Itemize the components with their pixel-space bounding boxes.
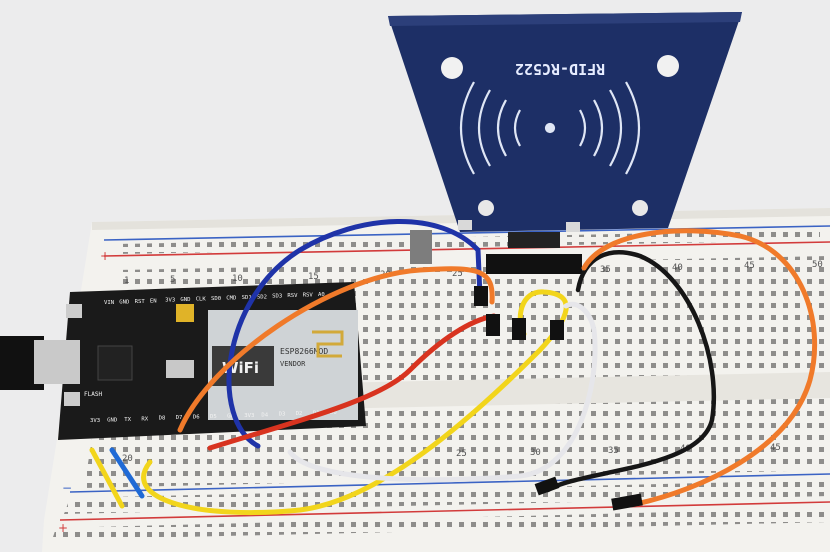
wire-blue (226, 219, 483, 449)
column-number: 25 (452, 269, 463, 279)
rfid-model-label: RFID-RC522 (515, 60, 605, 78)
pin-label: D0 (330, 410, 337, 416)
pin-label: D3 (279, 412, 286, 418)
rail-minus-mark: − (812, 219, 822, 233)
wire-blue-stub (109, 447, 145, 499)
pin-label: EN (150, 298, 157, 304)
column-number: 45 (744, 261, 755, 271)
column-number: 10 (232, 274, 243, 284)
pin-label: SD0 (211, 296, 221, 302)
wire-black (545, 250, 717, 493)
wire-connector-ends (474, 286, 643, 511)
nodemcu-board: WiFi ESP8266MOD VENDOR FLASH (0, 282, 366, 440)
jumper-wires (89, 219, 818, 516)
pin-label: D8 (159, 416, 166, 422)
pin-label: D7 (176, 415, 183, 421)
pin-label: RX (141, 416, 148, 422)
rail-red-line-top (103, 241, 830, 257)
nodemcu-top-pin-labels: VIN GND RST EN 3V3 GND CLK SD0 CMD SD1 SD2 SD3 RSV RS… (104, 292, 325, 306)
wire-yellow-stub (89, 447, 125, 509)
pin-label: A0 (318, 292, 325, 298)
rail-plus-mark-bottom: + (58, 521, 68, 535)
micro-usb-port (34, 340, 80, 384)
column-number: 25 (456, 449, 467, 459)
column-number: 5 (170, 275, 175, 285)
pin-label: SD3 (272, 294, 282, 300)
column-number: 1 (124, 276, 129, 286)
pcb-antenna (312, 330, 344, 358)
usb-serial-chip (97, 345, 133, 381)
rfid-chip (508, 232, 560, 248)
pin-label: GND (180, 297, 191, 303)
pin-label: D4 (261, 412, 268, 418)
pin-label: TX (124, 417, 131, 423)
column-number: 35 (608, 446, 619, 456)
flash-button (64, 392, 80, 406)
module-label: ESP8266MOD (280, 347, 328, 356)
mounting-hole (632, 200, 648, 216)
pin-label: D6 (193, 415, 200, 421)
rfid-reader-board: RFID-RC522 (388, 12, 742, 274)
pin-label: 3V3 (165, 298, 175, 304)
wire-orange-short (177, 266, 495, 433)
crystal-oscillator (410, 230, 432, 264)
flash-label: FLASH (84, 391, 102, 398)
pin-label: SD2 (257, 294, 267, 300)
pin-label: 3V3 (90, 418, 100, 424)
rail-red-line-bottom (59, 501, 830, 521)
antenna-signal-icon (460, 81, 640, 175)
pin-label: VIN (104, 300, 114, 306)
column-number: 15 (308, 272, 319, 282)
rail-blue-line-top (103, 225, 830, 241)
wire-white (287, 301, 598, 483)
smd-component (458, 220, 472, 230)
pin-label: CMD (226, 295, 237, 301)
pin-label: RSV (303, 293, 314, 299)
column-number: 40 (672, 263, 683, 273)
column-number: 50 (812, 260, 823, 270)
vendor-label: VENDOR (280, 360, 306, 368)
rail-minus-mark-bottom: − (62, 481, 72, 495)
pin-label: GND (107, 417, 118, 423)
pin-label: CLK (196, 297, 207, 303)
rail-plus-mark: + (100, 249, 110, 263)
pin-label: GND (119, 299, 130, 305)
rail-blue-line-bottom (69, 473, 830, 493)
mounting-hole (478, 200, 494, 216)
capacitor (176, 304, 194, 322)
pin-label: 3V3 (244, 413, 254, 419)
pin-label: RST (135, 299, 146, 305)
mounting-hole (441, 57, 463, 79)
column-number: 20 (122, 454, 133, 464)
pin-label: RSV (287, 293, 298, 299)
wire-orange-long (581, 228, 818, 507)
mounting-hole (657, 55, 679, 77)
smd-component (566, 222, 580, 232)
column-number: 45 (770, 443, 781, 453)
wire-yellow (141, 289, 569, 516)
pin-label: SD1 (242, 295, 252, 301)
rfid-header-pins (486, 254, 582, 274)
pin-label: D2 (296, 411, 303, 417)
pin-label: D5 (210, 414, 217, 420)
voltage-regulator (166, 360, 194, 378)
column-number: 30 (530, 448, 541, 458)
wire-red (207, 313, 497, 451)
column-number: 35 (600, 265, 611, 275)
reset-button (66, 304, 82, 318)
